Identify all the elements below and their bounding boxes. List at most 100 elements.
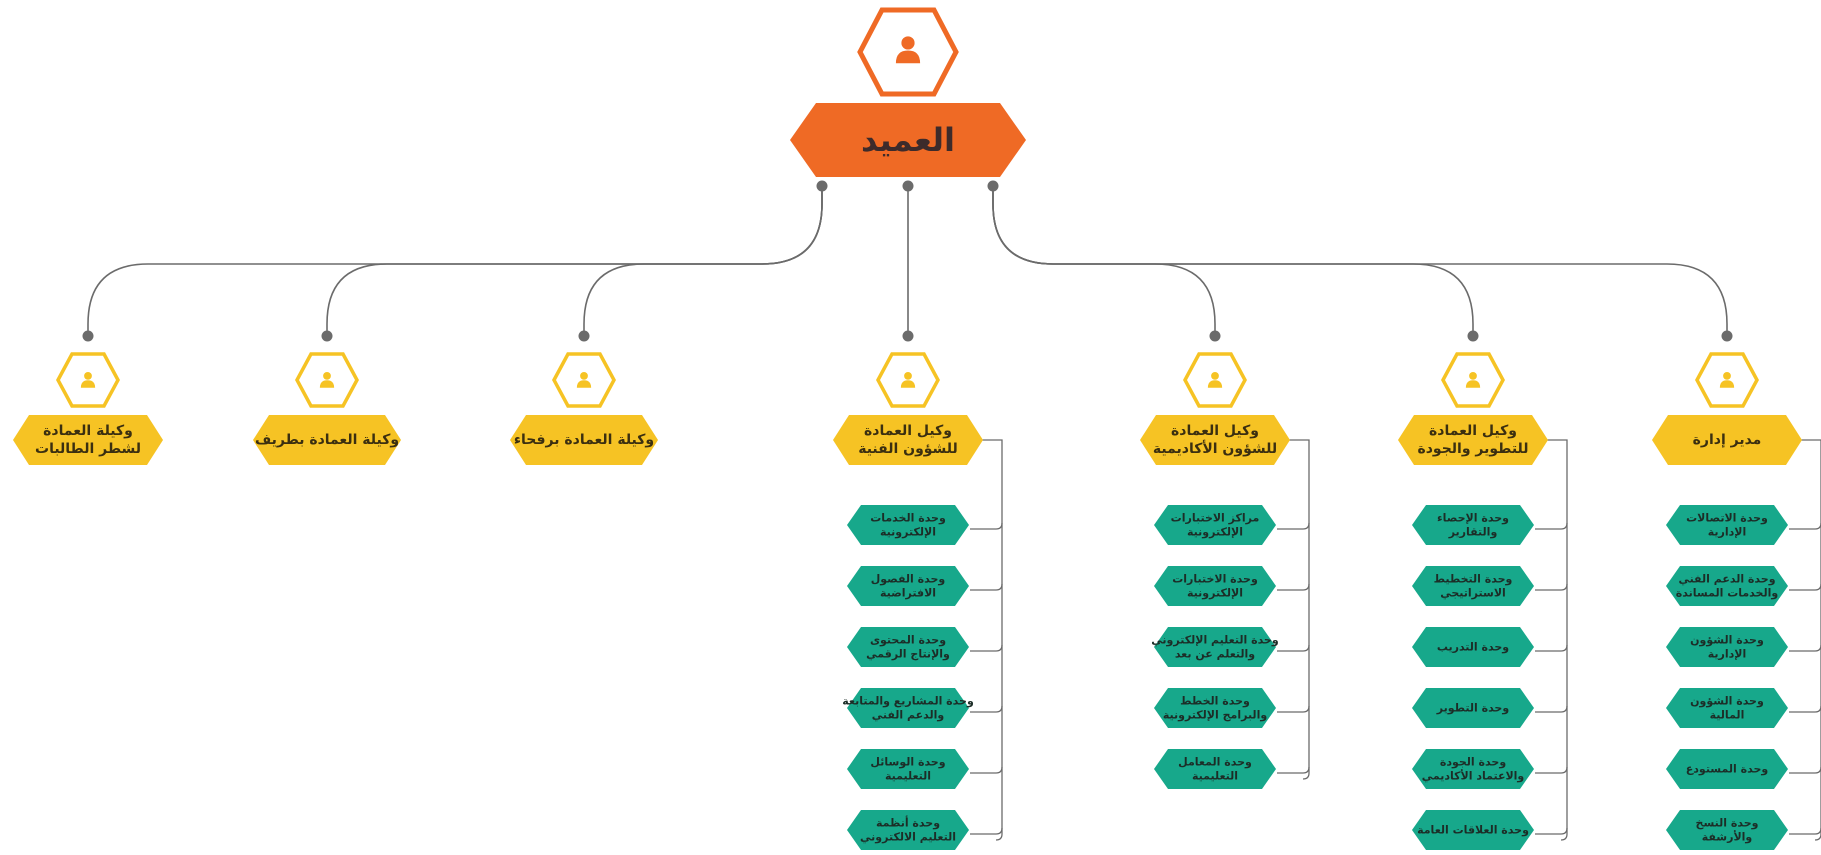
unit-label: والاعتماد الأكاديمي (1422, 769, 1525, 783)
unit-label: المالية (1710, 709, 1745, 722)
branch-label: وكيل العمادة (1171, 423, 1259, 439)
branch-node-admin[interactable]: مدير إدارة (1652, 352, 1802, 465)
person-icon (80, 371, 96, 388)
unit-label: والخدمات المساندة (1676, 587, 1779, 600)
unit-box (1666, 627, 1788, 667)
branch-node-turaif[interactable]: وكيلة العمادة بطريف (253, 352, 401, 465)
unit-connector (970, 583, 1003, 591)
connector-line (992, 186, 1474, 336)
unit-connector (1535, 766, 1568, 774)
unit-node[interactable]: وحدة الشؤون المالية (1666, 688, 1788, 728)
connector-dot (1721, 330, 1733, 342)
unit-label: وحدة الجودة (1440, 755, 1506, 768)
person-icon (1719, 371, 1735, 388)
branch-icon-frame (1441, 352, 1505, 408)
unit-label: وحدة المعامل (1178, 755, 1252, 768)
branch-node-rafha[interactable]: وكيلة العمادة برفحاء (510, 352, 658, 465)
unit-connector (1789, 827, 1821, 835)
unit-label: وحدة الشؤون (1690, 694, 1764, 707)
unit-label: وحدة الخطط (1180, 694, 1250, 707)
unit-node[interactable]: وحدة التدريب (1412, 627, 1534, 667)
unit-box (1666, 505, 1788, 545)
unit-connector (1789, 705, 1821, 713)
connector-line (992, 186, 1728, 336)
unit-box (1154, 566, 1276, 606)
connector-line (326, 186, 823, 336)
unit-box (847, 688, 969, 728)
unit-label: وحدة الخدمات (870, 511, 946, 524)
person-icon (895, 36, 921, 64)
person-icon (576, 371, 592, 388)
branch-label: للشؤون الفنية (858, 441, 958, 457)
branch-box (253, 415, 401, 465)
unit-box (1154, 505, 1276, 545)
branch-label: وكيلة العمادة برفحاء (514, 432, 654, 448)
root-node[interactable]: العميد (790, 7, 1026, 177)
unit-label: وحدة التخطيط (1434, 572, 1513, 585)
branch-label: للتطوير والجودة (1417, 441, 1528, 457)
unit-box (1412, 505, 1534, 545)
unit-box (847, 749, 969, 789)
root-label: العميد (861, 121, 955, 159)
unit-node[interactable]: وحدة المحتوى والإنتاج الرقمي (847, 627, 969, 667)
unit-box (847, 810, 969, 850)
branch-label: وكيلة العمادة بطريف (255, 432, 399, 448)
unit-label: والأرشفة (1702, 830, 1753, 844)
branch-box (1140, 415, 1290, 465)
unit-label: الإلكترونية (1187, 526, 1243, 539)
unit-connector (1540, 439, 1568, 841)
unit-label: وحدة المحتوى (870, 633, 946, 646)
person-icon (1465, 371, 1481, 388)
unit-label: وحدة المشاريع والمتابعة (842, 694, 974, 707)
connector-line (992, 186, 1216, 336)
unit-node[interactable]: وحدة العلاقات العامة (1412, 810, 1534, 850)
connector-dot (578, 330, 590, 342)
branch-label: وكيلة العمادة (43, 423, 133, 439)
unit-node[interactable]: وحدة التطوير (1412, 688, 1534, 728)
unit-box (847, 505, 969, 545)
unit-box (1412, 810, 1534, 850)
unit-label: والإنتاج الرقمي (866, 648, 950, 662)
unit-box (1154, 627, 1276, 667)
unit-box (1412, 566, 1534, 606)
unit-connector (1789, 583, 1821, 591)
unit-label: وحدة الاختبارات (1172, 572, 1258, 585)
unit-connector (1277, 766, 1310, 774)
unit-node[interactable]: وحدة التخطيط الاستراتيجي (1412, 566, 1534, 606)
unit-label: وحدة الشؤون (1690, 633, 1764, 646)
unit-connector (1282, 439, 1310, 780)
unit-box (1666, 566, 1788, 606)
unit-label: وحدة الوسائل (870, 755, 945, 768)
branch-box (1652, 415, 1802, 465)
branch-icon-frame (876, 352, 940, 408)
unit-label: الاستراتيجي (1440, 587, 1506, 600)
connector-line (87, 186, 823, 336)
unit-connector (1535, 827, 1568, 835)
connector-line (583, 186, 823, 336)
unit-node[interactable]: وحدة المستودع (1666, 749, 1788, 789)
unit-label: وحدة أنظمة (876, 815, 940, 829)
unit-connector (1277, 583, 1310, 591)
